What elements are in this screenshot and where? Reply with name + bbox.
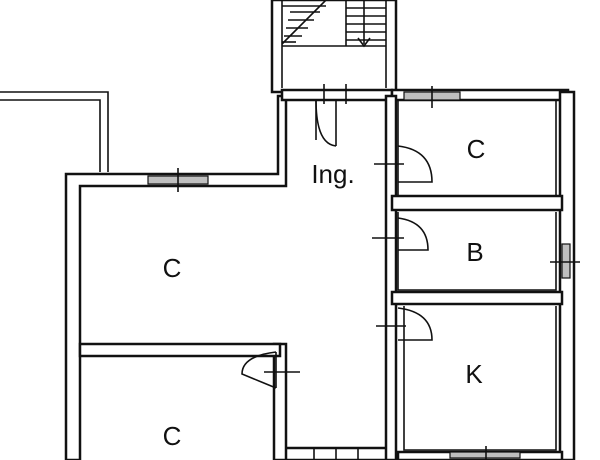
room-label-ne-bedroom: C	[467, 134, 486, 164]
room-label-kitchen: K	[465, 359, 483, 389]
room-label-ingresso: Ing.	[311, 159, 354, 189]
stair-treads-right	[345, 0, 386, 48]
door-entrance	[315, 84, 347, 147]
room-label-sw-bedroom: C	[163, 421, 182, 451]
room-label-bathroom: B	[466, 237, 483, 267]
interior-walls	[78, 94, 564, 460]
door-bathroom	[372, 217, 429, 258]
exterior-outline	[0, 91, 109, 172]
outer-walls	[64, 88, 576, 460]
windows	[147, 86, 580, 460]
window-kitchen	[449, 451, 521, 459]
door-ne-bedroom	[374, 145, 433, 184]
door-kitchen	[376, 307, 433, 344]
window-bathroom	[561, 243, 571, 279]
staircase	[270, 0, 398, 94]
door-bottom-hall	[313, 448, 359, 460]
stair-treads-left	[281, 0, 327, 45]
room-label-west-bedroom: C	[163, 253, 182, 283]
doors	[241, 84, 433, 460]
door-sw-bedroom	[241, 351, 300, 389]
